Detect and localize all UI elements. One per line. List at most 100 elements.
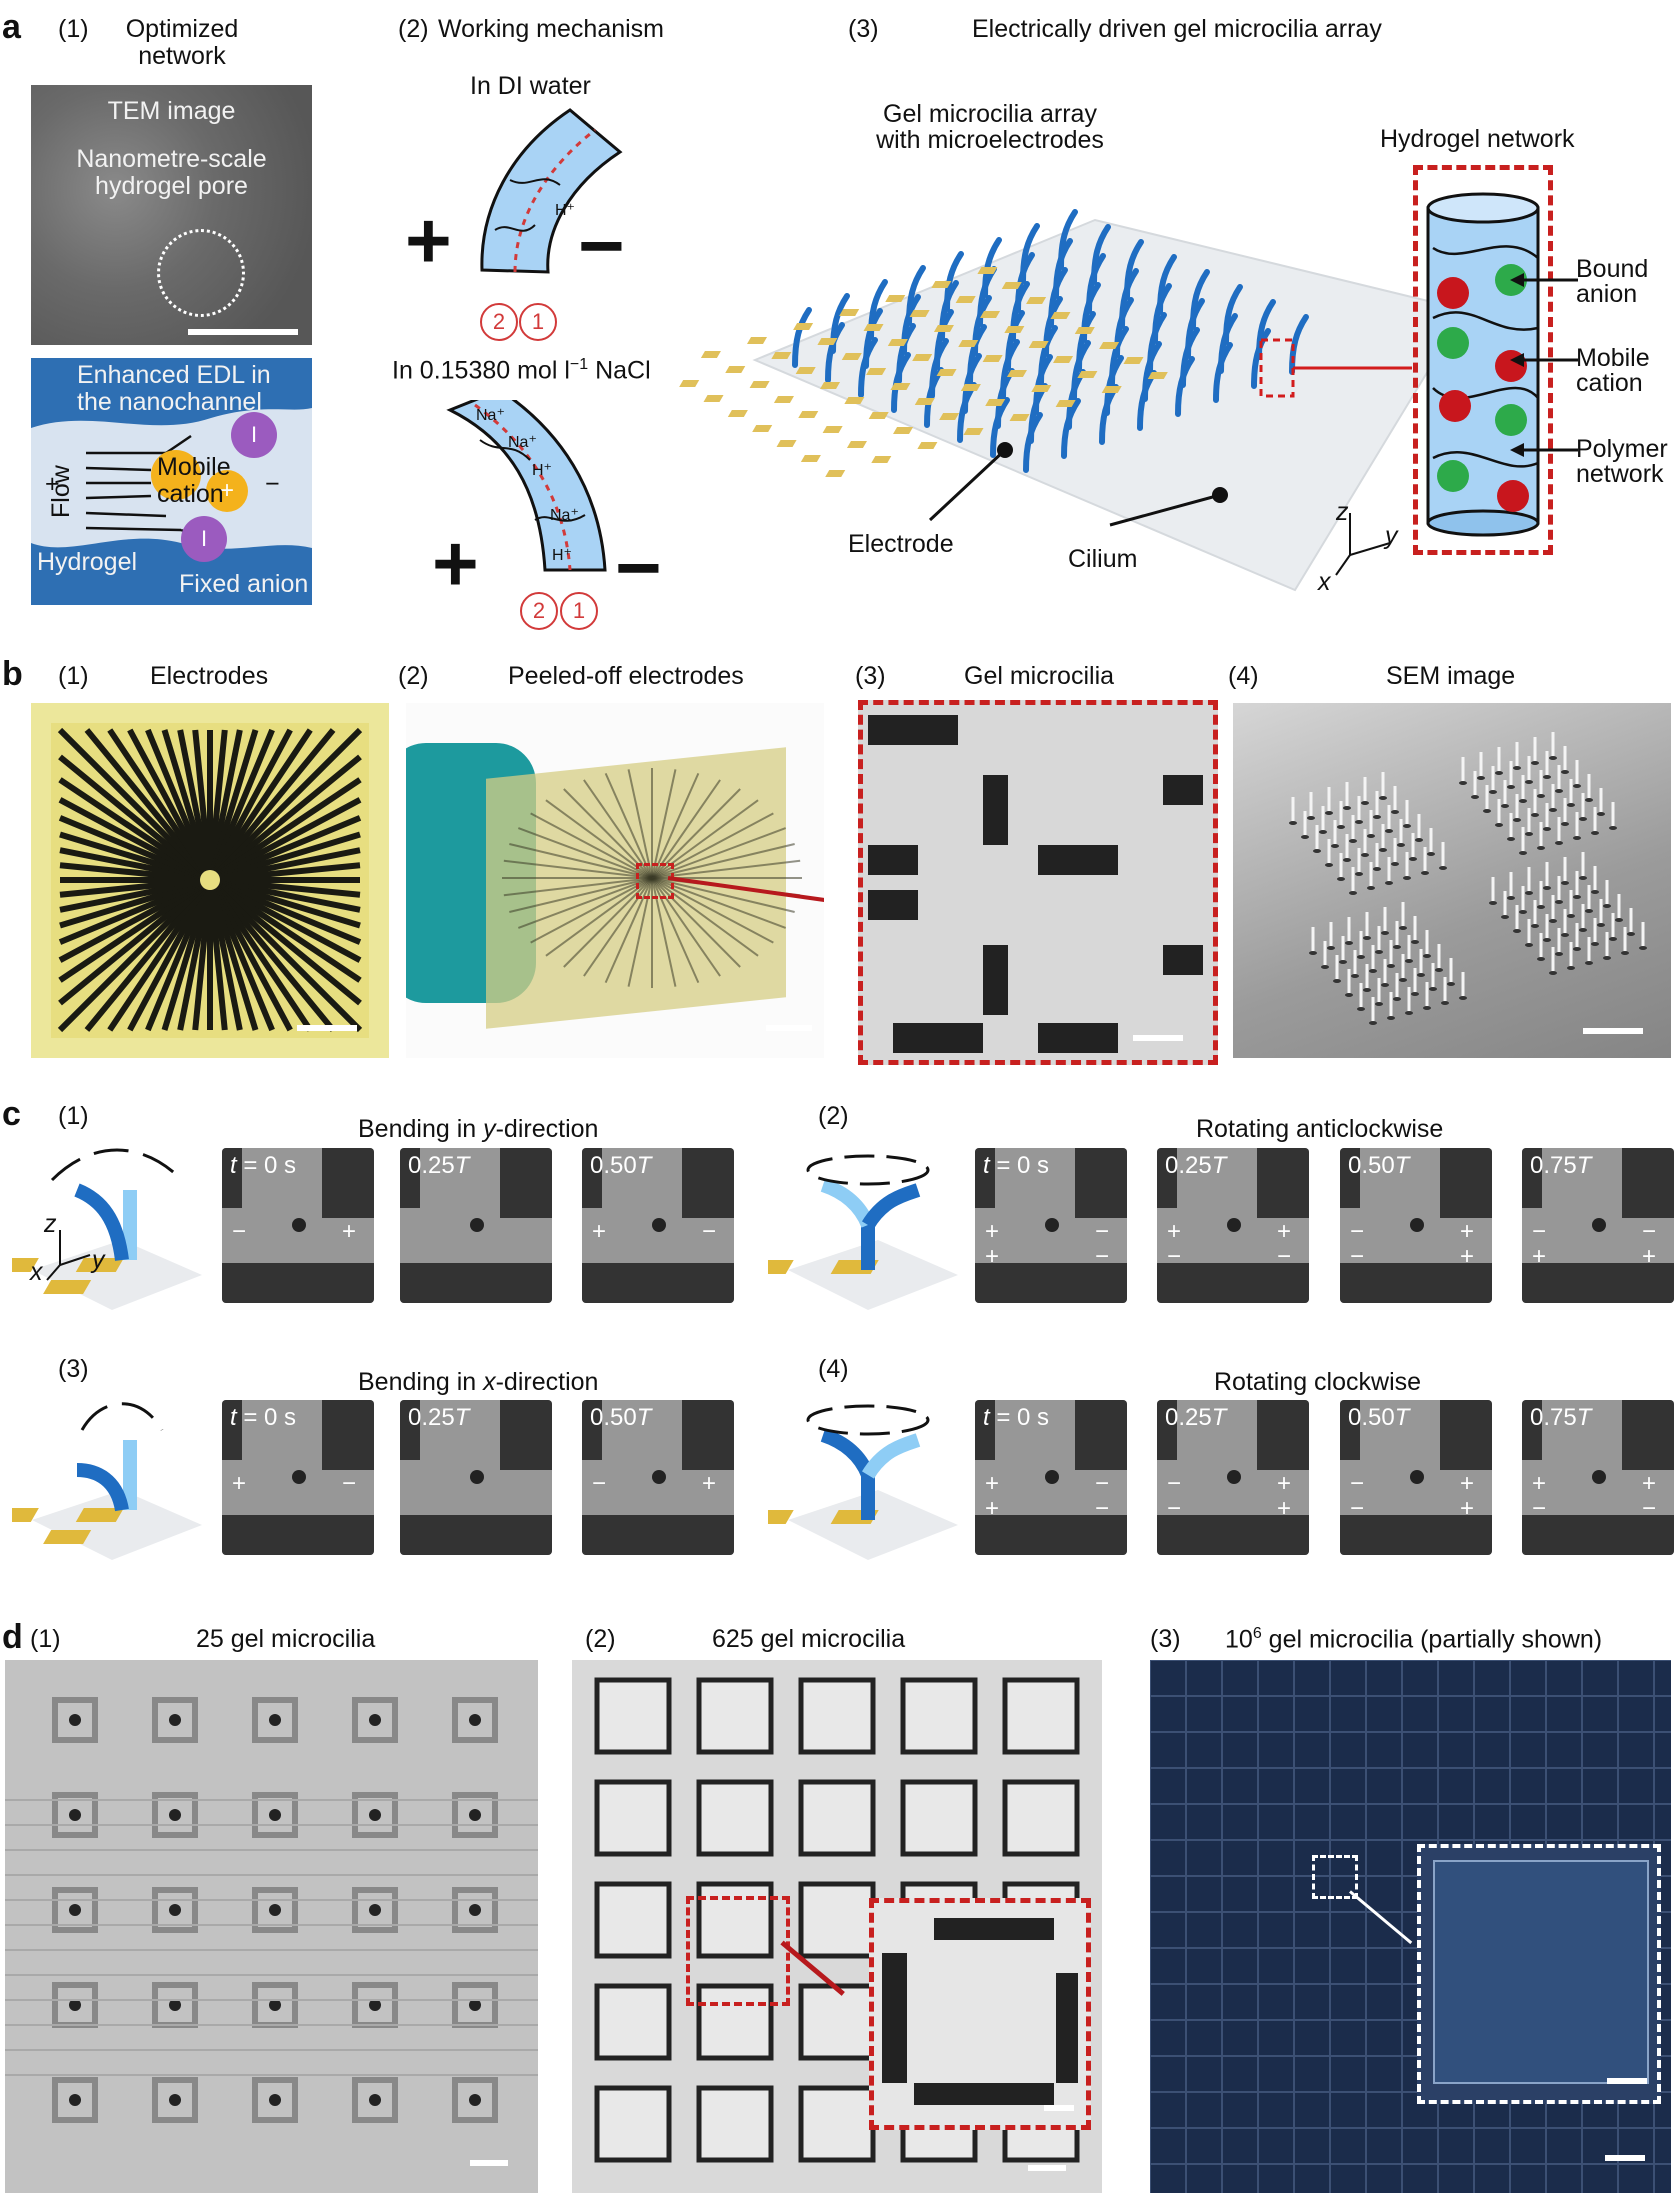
bound-anion-label-line1: Bound	[1576, 255, 1649, 283]
peeled-line	[503, 877, 653, 897]
electrode-block	[1622, 1400, 1674, 1470]
electrode-line	[208, 877, 362, 1006]
sem-pillar-base	[1367, 886, 1375, 890]
peeled-line	[545, 877, 653, 957]
sem-pillar-base	[1337, 825, 1345, 829]
sem-pillar-base	[1403, 824, 1411, 828]
nacl-label-end: NaCl	[588, 356, 651, 385]
d1-cilium	[169, 1809, 181, 1821]
electrode-block	[582, 1148, 602, 1208]
electrode-pad	[933, 325, 954, 332]
sem-pillar-base	[1525, 780, 1533, 784]
electrode-block	[1075, 1400, 1127, 1470]
d1-electrode-cell	[452, 1887, 498, 1933]
d1-cilium	[369, 1714, 381, 1726]
b3-number: (3)	[855, 662, 886, 690]
electrode-line	[84, 878, 213, 1032]
nacl-na-plus-3: Na⁺	[550, 507, 579, 524]
sem-pillar-base	[1343, 806, 1351, 810]
electrode-sign: −	[1642, 1218, 1657, 1245]
electrode-block	[1440, 1400, 1492, 1470]
cilium	[906, 265, 926, 326]
electrode-pad	[703, 395, 724, 402]
sem-pillar-base	[1399, 926, 1407, 930]
sem-pillar-base	[1549, 756, 1557, 760]
electrode-pad	[914, 398, 935, 405]
frame-time-value: 0.50	[1348, 1404, 1395, 1431]
sem-pillar-base	[1585, 798, 1593, 802]
electrode-sign: −	[1095, 1243, 1110, 1270]
d1-electrode-cell	[352, 1792, 398, 1838]
frame-time-var: T	[454, 1404, 470, 1431]
electrode-sign: +	[1277, 1218, 1292, 1245]
nacl-circle-1: 1	[560, 592, 598, 630]
sem-pillar-base	[1357, 1007, 1365, 1011]
electrode-sign: +	[702, 1470, 717, 1497]
frame-time-value: = 0 s	[989, 1152, 1050, 1179]
sem-pillar-base	[1427, 852, 1435, 856]
electrode-pad	[752, 425, 773, 432]
frame-time-label: 0.25T	[1165, 1152, 1226, 1180]
electrode-sign: +	[342, 1218, 357, 1245]
peeled-line	[651, 843, 795, 879]
c3-title-post: -direction	[495, 1368, 599, 1396]
electrode-sign: −	[1095, 1470, 1110, 1497]
electrode-block	[322, 1400, 374, 1470]
sem-pillar-base	[1319, 830, 1327, 834]
sem-pillar-base	[1397, 843, 1405, 847]
sem-pillar-base	[1543, 938, 1551, 942]
c-p3-frame-0: t = 0 s+−	[222, 1400, 374, 1555]
electrode-sign: +	[1277, 1470, 1292, 1497]
d1-cilium	[369, 1904, 381, 1916]
d1-cilium	[269, 1809, 281, 1821]
d1-electrode-cell	[252, 1887, 298, 1933]
electrode-sign: −	[1277, 1243, 1292, 1270]
sem-pillar-base	[1393, 997, 1401, 1001]
frame-time-value: 0.50	[590, 1152, 637, 1179]
d3-small-frame	[1312, 1855, 1358, 1899]
d1-electrode-cell	[352, 1887, 398, 1933]
d2-number: (2)	[585, 1625, 616, 1653]
electrode-block	[1157, 1148, 1177, 1208]
frame-time-var: t	[230, 1152, 237, 1179]
frame-time-var: T	[1576, 1152, 1592, 1179]
peeled-scale-bar	[766, 1025, 812, 1031]
cilium	[1223, 284, 1243, 345]
sem-pillar-base	[1573, 947, 1581, 951]
electrode-pad	[771, 352, 792, 359]
electrode-pad	[1099, 342, 1120, 349]
gel-microcilia-frame	[858, 700, 1218, 1065]
frame-time-label: 0.50T	[590, 1152, 651, 1180]
electrode-pad	[936, 369, 957, 376]
peeled-line	[651, 877, 741, 968]
d2-cell	[696, 2085, 774, 2163]
electrode-sign: −	[1350, 1495, 1365, 1522]
electrode-pad	[1028, 341, 1049, 348]
electrode-line	[57, 727, 213, 883]
frame-time-value: = 0 s	[236, 1152, 297, 1179]
electrode-sign: +	[985, 1243, 1000, 1270]
electrode-sign: −	[1167, 1495, 1182, 1522]
electrode-sign: −	[1350, 1218, 1365, 1245]
sem-pillar-base	[1379, 848, 1387, 852]
sem-pillar-base	[1543, 827, 1551, 831]
electrode-block	[222, 1400, 242, 1460]
electrode-pad	[931, 281, 952, 288]
cilium	[1020, 223, 1040, 284]
electrode-block	[1157, 1400, 1177, 1460]
electrode-block	[582, 1515, 734, 1555]
sem-pillar-base	[1361, 801, 1369, 805]
peeled-line	[651, 877, 787, 929]
sem-pillar-base	[1561, 933, 1569, 937]
electrode-block	[1257, 1148, 1309, 1218]
sem-pillar-base	[1603, 904, 1611, 908]
frame-time-value: 0.25	[408, 1152, 455, 1179]
sem-pillar-base	[1369, 969, 1377, 973]
sem-pillar-base	[1333, 979, 1341, 983]
cilium-image	[1592, 1218, 1606, 1232]
electrode-pad	[1026, 297, 1047, 304]
sem-pillar-base	[1349, 839, 1357, 843]
d2-cell	[696, 1983, 774, 2061]
frame-time-label: 0.25T	[408, 1404, 469, 1432]
tem-image: TEM image Nanometre-scale hydrogel pore	[31, 85, 312, 345]
